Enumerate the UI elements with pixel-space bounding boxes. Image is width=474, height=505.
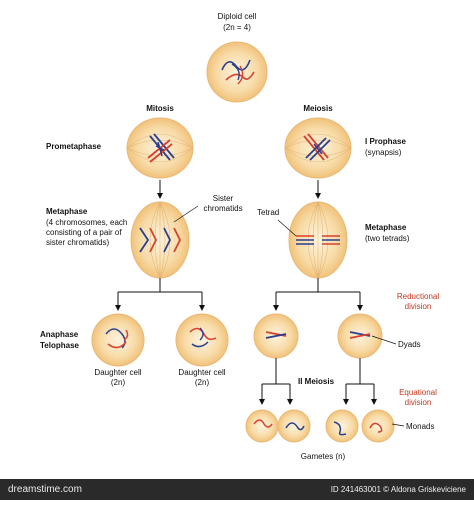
sister-chromatids-pointer [173,205,199,223]
prophase-1-label: I Prophase [365,137,406,146]
daughter-cell-right-label: Daughter cell [178,368,226,377]
synapsis-label: (synapsis) [365,148,402,157]
daughter-cell-left-sub: (2n) [110,378,126,387]
mitosis-branch [115,278,205,311]
telophase-label: Telophase [40,341,79,350]
footer-logo: dreamstime.com [8,484,82,495]
dyad-cell-left [253,313,299,359]
daughter-cell-left [91,313,145,367]
meiosis-2-label: II Meiosis [298,377,335,386]
meiosis-2-branch [259,358,377,405]
gamete-2 [277,409,311,443]
prometaphase-label: Prometaphase [46,142,102,151]
footer-credit: ID 241463001 © Aldona Griskeviciene [330,485,466,494]
metaphase-right-desc: (two tetrads) [365,234,410,243]
diploid-cell [206,41,268,103]
tetrad-label: Tetrad [257,208,280,217]
gamete-1 [245,409,279,443]
mitosis-prometaphase-cell [126,117,194,179]
meiosis-branch [273,278,363,311]
metaphase-left-desc: (4 chromosomes, each consisting of a pai… [46,218,128,247]
gamete-4 [361,409,395,443]
stock-footer: dreamstime.com ID 241463001 © Aldona Gri… [0,479,474,500]
gametes-label: Gametes (n) [300,452,346,461]
monads-label: Monads [406,422,435,431]
tetrad-pointer [277,219,297,237]
meiosis-metaphase-cell [288,201,348,279]
reductional-label: Reductional division [396,292,440,311]
dyads-label: Dyads [398,340,421,349]
monads-pointer [391,423,405,427]
mitosis-heading: Mitosis [146,104,174,113]
mitosis-metaphase-cell [130,201,190,279]
daughter-cell-right [175,313,229,367]
sister-chromatids-label: Sister chromatids [203,194,243,213]
equational-label: Equational division [399,388,437,407]
meiosis-heading: Meiosis [303,104,333,113]
dyads-pointer [371,335,397,345]
diploid-subtitle: (2n = 4) [223,23,251,32]
anaphase-label: Anaphase [40,330,79,339]
daughter-cell-right-sub: (2n) [194,378,210,387]
metaphase-left-title: Metaphase [46,207,88,216]
diploid-title: Diploid cell [217,12,257,21]
gamete-3 [325,409,359,443]
meiosis-prophase-cell [284,117,352,179]
dyad-cell-right [337,313,383,359]
daughter-cell-left-label: Daughter cell [94,368,142,377]
metaphase-right-title: Metaphase [365,223,407,232]
